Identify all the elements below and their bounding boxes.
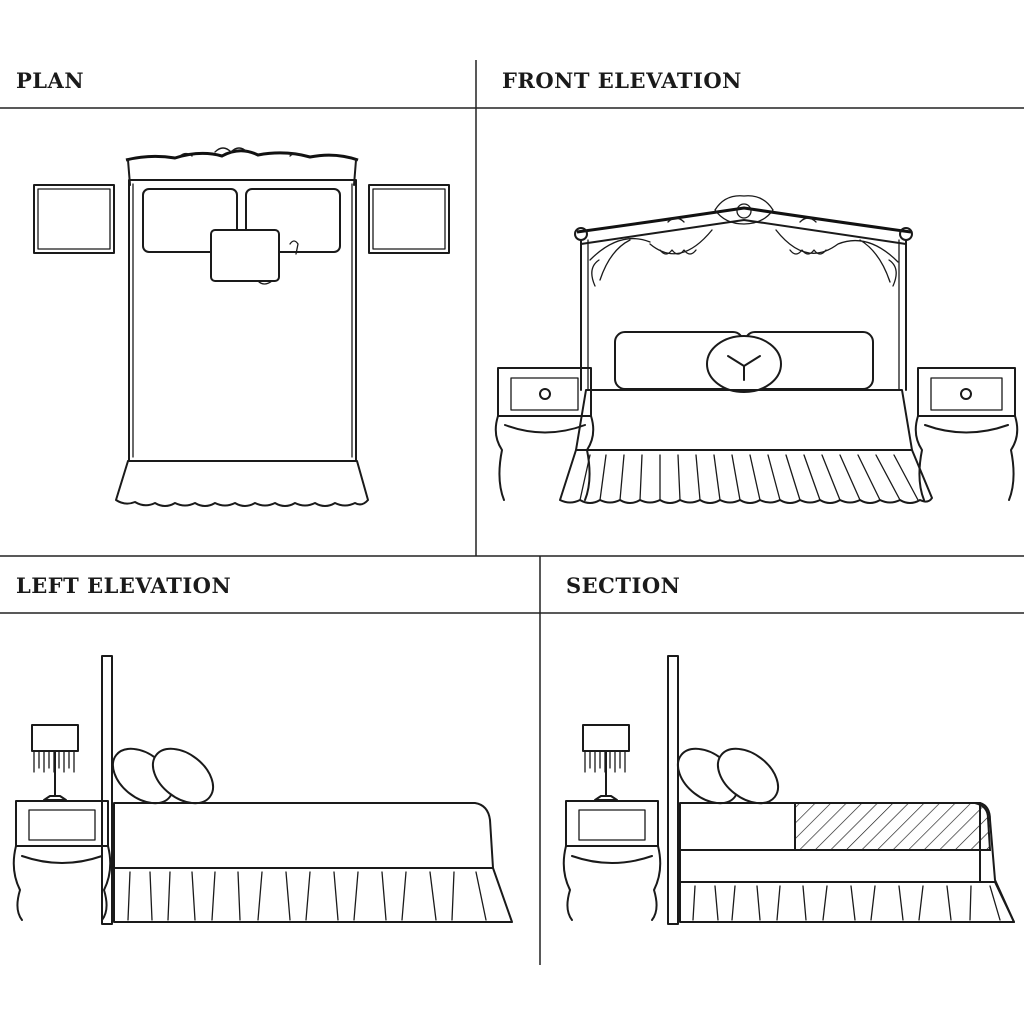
- section-nightstand: [565, 800, 659, 847]
- plan-pillow-left: [142, 188, 238, 253]
- section-hatched-cover: [794, 802, 992, 851]
- section-drawing: [562, 655, 1015, 925]
- section-bed-post: [667, 655, 679, 925]
- front-bed-cover: [575, 389, 913, 451]
- section-box-spring: [679, 849, 981, 883]
- left-lamp-shade: [31, 724, 79, 752]
- panel-grid-lines: [0, 60, 1024, 965]
- left-elevation-title: LEFT ELEVATION: [16, 573, 232, 598]
- plan-cushion: [210, 229, 280, 282]
- left-bed-skirt: [113, 867, 513, 923]
- section-pillow-front: [716, 747, 780, 805]
- section-bed-skirt: [679, 881, 1015, 923]
- left-pillow-front: [151, 747, 215, 805]
- left-nightstand: [15, 800, 109, 847]
- plan-pillow-right: [245, 188, 341, 253]
- plan-bed-mattress: [128, 179, 357, 462]
- left-bed-cover: [113, 802, 494, 869]
- front-nightstand-left: [497, 367, 592, 417]
- plan-nightstand-right: [368, 184, 450, 254]
- plan-drawing: [33, 147, 450, 507]
- front-round-cushion: [706, 335, 782, 393]
- front-elevation-drawing: [494, 195, 1019, 504]
- left-bed-post: [101, 655, 113, 925]
- plan-headboard: [125, 149, 359, 162]
- section-title: SECTION: [566, 573, 681, 598]
- plan-title: PLAN: [16, 68, 85, 93]
- plan-nightstand-left: [33, 184, 115, 254]
- left-elevation-drawing: [12, 655, 513, 925]
- front-canopy-top: [576, 206, 912, 234]
- plan-bed-skirt: [115, 460, 369, 507]
- front-elevation-title: FRONT ELEVATION: [502, 68, 742, 93]
- section-lamp-shade: [582, 724, 630, 752]
- front-nightstand-right: [917, 367, 1016, 417]
- front-bed-skirt: [559, 449, 933, 504]
